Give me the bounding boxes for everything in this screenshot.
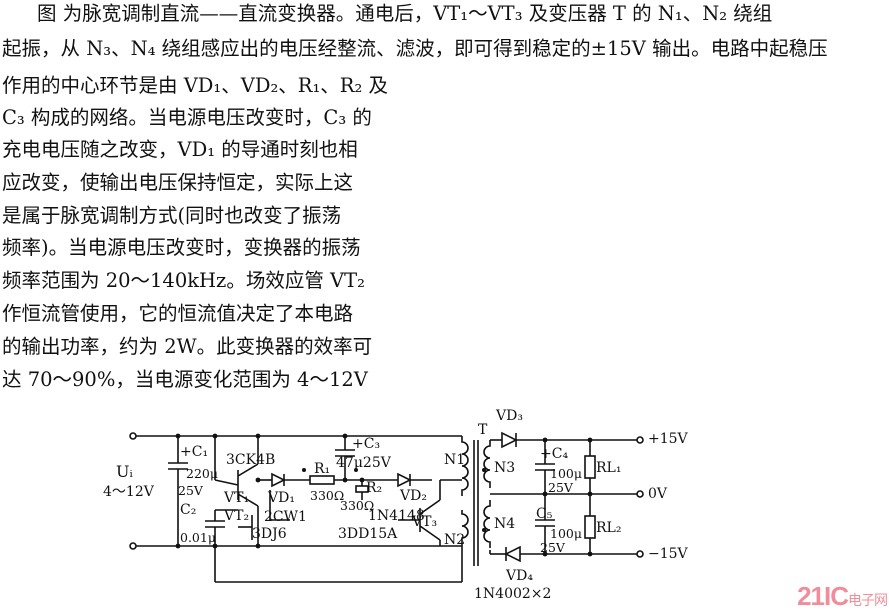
label-r2: R₂ (366, 480, 383, 496)
watermark-logo: 21IC电子网 (797, 581, 888, 612)
label-n1: N1 (444, 452, 466, 468)
label-r1: R₁ (314, 461, 331, 477)
rl1-body (584, 455, 596, 479)
label-vt3: VT₃ (412, 514, 438, 530)
label-r2-value: 330Ω (340, 498, 375, 513)
r1-body (309, 475, 335, 485)
label-c1-voltage: 25V (178, 483, 203, 498)
paragraph-line-12: 达 70～90%，当电源变化范围为 4～12V (2, 368, 368, 391)
label-n3: N3 (494, 460, 516, 476)
label-vd1: VD₁ (268, 490, 295, 506)
label-c3: +C₃ (352, 436, 381, 452)
label-vd2: VD₂ (400, 488, 427, 504)
label-c1: +C₁ (180, 444, 209, 460)
label-c5-voltage: 25V (540, 540, 565, 555)
label-vd3: VD₃ (496, 408, 523, 424)
input-terminal-bottom (129, 542, 137, 550)
label-c5: C₅ (536, 506, 553, 522)
label-r1-value: 330Ω (310, 488, 345, 503)
label-vt2-type: 3DJ6 (252, 526, 287, 542)
watermark-brand: 21IC (797, 581, 849, 611)
label-vd4: VD₄ (506, 568, 533, 584)
label-diode-type: 1N4002×2 (474, 586, 552, 602)
label-c4-voltage: 25V (548, 480, 573, 495)
label-c3-value: 47μ25V (336, 455, 391, 471)
rl2-body (584, 515, 596, 539)
paragraph-line-4: C₃ 构成的网络。当电源电压改变时，C₃ 的 (2, 106, 372, 129)
n1-winding (461, 436, 469, 496)
paragraph-line-7: 是属于脉宽调制方式(同时也改变了振荡 (2, 204, 342, 227)
label-out-pos: +15V (648, 431, 688, 447)
label-c2-value: 0.01μ (180, 530, 216, 545)
paragraph-line-11: 的输出功率，约为 2W。此变换器的效率可 (2, 335, 373, 358)
paragraph-line-5: 充电电压随之改变，VD₁ 的导通时刻也相 (2, 138, 358, 161)
paragraph-line-2: 起振，从 N₃、N₄ 绕组感应出的电压经整流、滤波，即可得到稳定的±15V 输出… (2, 37, 828, 60)
label-c1-value: 220μ (186, 466, 218, 481)
input-terminal-top (129, 432, 137, 440)
paragraph-line-9: 频率范围为 20～140kHz。场效应管 VT₂ (2, 269, 365, 292)
watermark-sub: 电子网 (848, 592, 888, 608)
n2-winding (461, 510, 469, 546)
label-rl2: RL₂ (596, 520, 622, 536)
paragraph-line-10: 作恒流管使用，它的恒流值决定了本电路 (2, 302, 354, 325)
label-n2: N2 (444, 532, 466, 548)
label-c5-value: 100μ (550, 526, 582, 541)
label-vt3-type: 3DD15A (338, 526, 398, 542)
label-n4: N4 (494, 516, 516, 532)
label-rl1: RL₁ (596, 460, 622, 476)
label-out-zero: 0V (648, 486, 668, 502)
label-vt1-type: 3CK4B (226, 452, 276, 468)
label-out-neg: −15V (648, 546, 688, 562)
paragraph-line-1: 图 为脉宽调制直流——直流变换器。通电后，VT₁～VT₃ 及变压器 T 的 N₁… (37, 2, 773, 25)
n4-winding (483, 500, 491, 548)
label-ui-range: 4～12V (103, 484, 154, 500)
label-c4: +C₄ (540, 446, 569, 462)
paragraph-line-6: 应改变，使输出电压保持恒定，实际上这 (2, 171, 354, 194)
label-vd1-type: 2CW1 (264, 509, 307, 525)
paragraph-line-8: 频率)。当电源电压改变时，变换器的振荡 (2, 236, 361, 259)
paragraph-line-3: 作用的中心环节是由 VD₁、VD₂、R₁、R₂ 及 (2, 74, 388, 97)
label-vt1: VT₁ (224, 490, 250, 506)
label-vt2: VT₂ (224, 508, 250, 524)
label-c4-value: 100μ (550, 466, 582, 481)
label-c2: C₂ (180, 502, 197, 518)
n3-winding (483, 440, 491, 488)
label-vd2-type: 1N4148 (368, 508, 425, 524)
label-ui: Uᵢ (116, 462, 133, 481)
label-transformer: T (478, 422, 488, 438)
